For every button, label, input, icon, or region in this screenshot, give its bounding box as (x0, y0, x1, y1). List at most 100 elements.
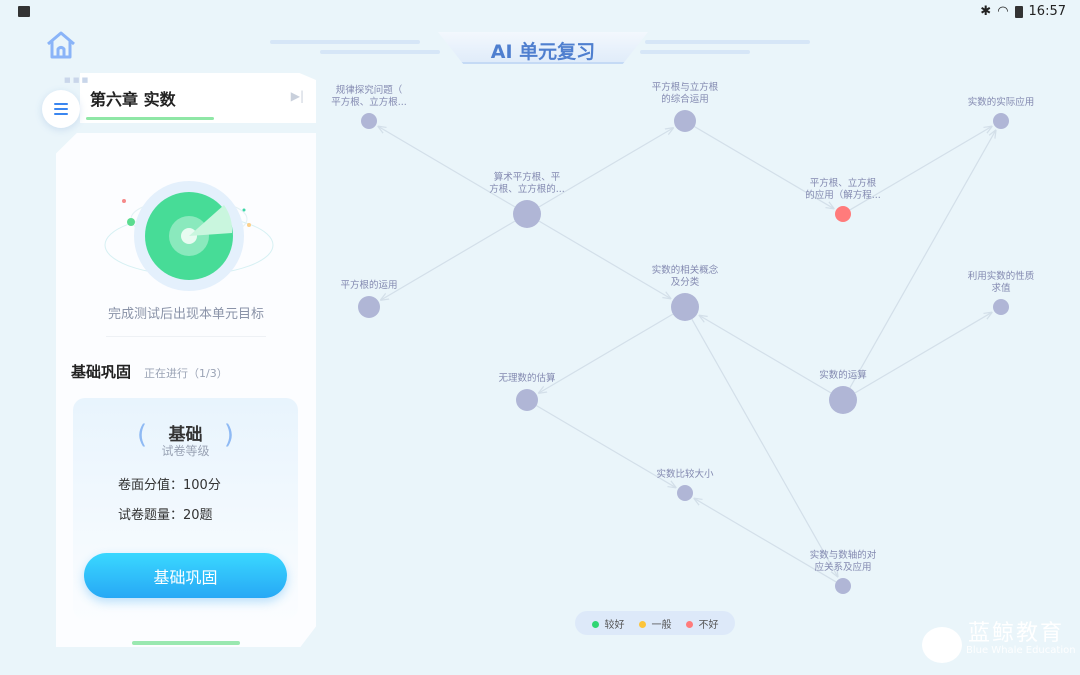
legend: 较好 一般 不好 (575, 611, 735, 635)
node-label: 求值 (991, 282, 1011, 294)
home-icon[interactable] (44, 30, 78, 60)
graph-edge (699, 315, 832, 394)
node-circle[interactable] (513, 200, 541, 228)
score-value: 100分 (183, 478, 221, 493)
node-label: 平方根与立方根 (652, 81, 719, 93)
exam-card: ( ) 基础 试卷等级 卷面分值：100分 试卷题量：20题 基础巩固 (73, 398, 298, 620)
node-circle[interactable] (361, 113, 377, 129)
node-circle[interactable] (677, 485, 693, 501)
node-circle[interactable] (993, 299, 1009, 315)
bluetooth-icon: ✱ (980, 4, 992, 19)
graph-node[interactable]: 实数的实际应用 (968, 96, 1035, 129)
start-practice-button[interactable]: 基础巩固 (84, 553, 287, 598)
node-label: 实数与数轴的对 (810, 549, 877, 561)
goal-hint: 完成测试后出现本单元目标 (107, 307, 264, 322)
node-label: 及分类 (671, 276, 700, 288)
skip-next-icon[interactable]: ▶| (290, 89, 304, 103)
node-label: 的综合运用 (661, 93, 709, 105)
graph-edge (849, 130, 996, 389)
chapter-progress (86, 117, 214, 120)
legend-label: 较好 (604, 619, 625, 631)
graph-edge (538, 128, 674, 208)
status-bar: ✱ ◠ 16:57 (0, 0, 1080, 24)
node-label: 实数的实际应用 (968, 96, 1035, 108)
graph-edge (691, 318, 838, 577)
graph-node[interactable]: 平方根、立方根的应用（解方程... (805, 177, 881, 222)
page-title: AI 单元复习 (490, 41, 596, 63)
chapter-header: 第六章 实数 ▶| (80, 73, 316, 123)
graph-node[interactable]: 规律探究问题（平方根、立方根... (331, 84, 407, 129)
graph-node[interactable]: 实数比较大小 (656, 468, 714, 501)
graph-edge (694, 126, 834, 209)
image-notification-icon (18, 6, 30, 17)
wifi-icon: ◠ (997, 4, 1009, 19)
legend-item-good: 较好 (591, 616, 625, 631)
node-label: 的应用（解方程... (805, 189, 881, 201)
divider (106, 336, 266, 337)
count-value: 20题 (183, 508, 213, 523)
side-panel: 完成测试后出现本单元目标 基础巩固 正在进行（1/3） ( ) 基础 试卷等级 … (56, 133, 316, 647)
graph-edge (694, 498, 837, 583)
radar-illustration (104, 181, 274, 291)
node-circle[interactable] (835, 578, 851, 594)
node-circle[interactable] (674, 110, 696, 132)
count-row: 试卷题量：20题 (118, 504, 213, 523)
graph-node[interactable]: 平方根的运用 (340, 279, 398, 318)
node-label: 实数的相关概念 (652, 264, 719, 276)
node-label: 平方根的运用 (340, 279, 397, 291)
page-header: AI 单元复习 (270, 30, 810, 66)
node-label: 平方根、立方根... (331, 96, 407, 108)
legend-label: 一般 (651, 619, 672, 631)
graph-edge (380, 220, 516, 300)
stage-status: 正在进行（1/3） (144, 367, 228, 380)
chapter-title: 第六章 实数 (90, 90, 176, 109)
clock: 16:57 (1028, 4, 1066, 19)
laurel-left-icon: ( (137, 420, 148, 450)
node-circle[interactable] (516, 389, 538, 411)
score-row: 卷面分值：100分 (118, 474, 221, 493)
count-label: 试卷题量： (118, 508, 184, 523)
logo-subtext: Blue Whale Education (966, 645, 1076, 656)
node-circle[interactable] (358, 296, 380, 318)
graph-edge (538, 220, 671, 299)
laurel-right-icon: ) (223, 420, 234, 450)
graph-edge (854, 312, 992, 394)
graph-edge (849, 126, 992, 211)
score-label: 卷面分值： (118, 478, 184, 493)
battery-icon (1014, 5, 1023, 18)
legend-item-medium: 一般 (638, 616, 672, 631)
exam-level: 基础 (168, 425, 203, 445)
decor-dots: ■ ■ ■ (64, 76, 89, 84)
legend-label: 不好 (698, 619, 719, 631)
graph-edge (536, 405, 676, 488)
node-label: 利用实数的性质 (968, 270, 1035, 282)
node-label: 实数的运算 (819, 369, 867, 381)
node-label: 平方根、立方根 (810, 177, 877, 189)
brand-logo: 蓝鲸教育 Blue Whale Education (920, 615, 1076, 667)
stage-title: 基础巩固 (71, 363, 132, 381)
node-circle[interactable] (671, 293, 699, 321)
node-label: 无理数的估算 (498, 372, 555, 384)
legend-item-poor: 不好 (685, 616, 719, 631)
node-circle[interactable] (829, 386, 857, 414)
graph-node[interactable]: 实数的运算 (819, 369, 867, 414)
node-circle[interactable] (993, 113, 1009, 129)
logo-text: 蓝鲸教育 (968, 621, 1065, 646)
exam-level-caption: 试卷等级 (161, 444, 210, 458)
node-label: 实数比较大小 (656, 468, 714, 480)
panel-footer-bar (132, 641, 240, 645)
graph-node[interactable]: 无理数的估算 (498, 372, 556, 411)
graph-edge (538, 313, 674, 393)
menu-button[interactable] (42, 90, 80, 128)
whale-logo-icon (922, 627, 962, 663)
node-label: 算术平方根、平 (494, 171, 561, 183)
node-circle[interactable] (835, 206, 851, 222)
node-label: 方根、立方根的... (489, 183, 565, 195)
node-label: 规律探究问题（ (336, 84, 403, 96)
graph-node[interactable]: 算术平方根、平方根、立方根的... (489, 171, 565, 228)
